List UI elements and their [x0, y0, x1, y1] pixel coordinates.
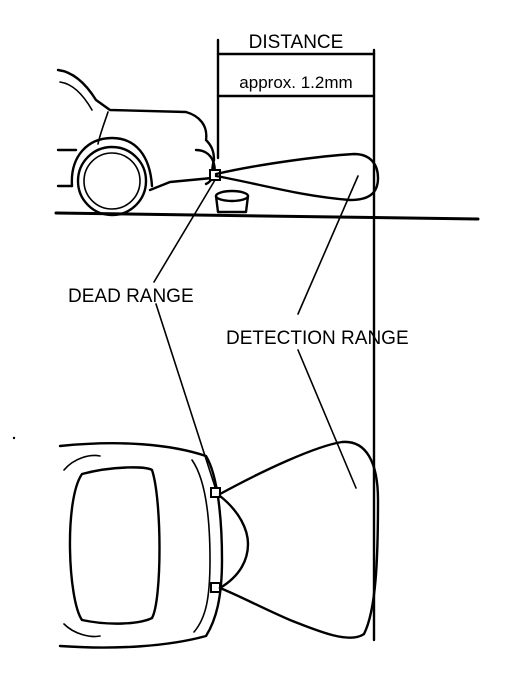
car-side-view	[56, 68, 221, 217]
detection-range-leader-side	[297, 175, 359, 315]
dead-range-label: DEAD RANGE	[68, 286, 194, 307]
distance-dimension: DISTANCE approx. 1.2mm	[216, 32, 376, 642]
car-rear-wheel	[76, 145, 148, 217]
car-trunk-line	[97, 111, 109, 145]
car-rear-window	[59, 81, 93, 111]
ground-line	[54, 211, 480, 221]
stray-mark	[12, 436, 16, 440]
top-sensor-left	[210, 487, 221, 498]
top-dead-range-zone	[218, 494, 250, 590]
dead-range-leader-side	[153, 179, 216, 283]
distance-value-label: approx. 1.2mm	[239, 73, 352, 92]
top-sensor-right	[210, 582, 221, 593]
detection-range-leader-top	[297, 349, 357, 489]
obstacle	[214, 189, 250, 214]
car-top-outline	[58, 442, 224, 649]
car-top-view	[58, 442, 224, 649]
dead-range-leader-top	[155, 303, 217, 491]
detection-range-label: DETECTION RANGE	[226, 328, 409, 349]
car-rear-wheel-inner	[83, 152, 141, 210]
car-lower-body	[56, 148, 78, 188]
side-detection-lobe	[214, 152, 380, 202]
obstacle-top	[214, 189, 250, 203]
car-top-side-line	[191, 459, 211, 633]
car-top-rear-window	[68, 466, 161, 625]
distance-label: DISTANCE	[249, 32, 344, 53]
side-sensor	[209, 169, 221, 181]
car-top-panel-line	[63, 454, 101, 638]
obstacle-body	[214, 194, 250, 214]
car-wheel-arch	[70, 136, 154, 188]
top-detection-lobe	[218, 440, 380, 639]
car-body-outline	[56, 68, 216, 192]
